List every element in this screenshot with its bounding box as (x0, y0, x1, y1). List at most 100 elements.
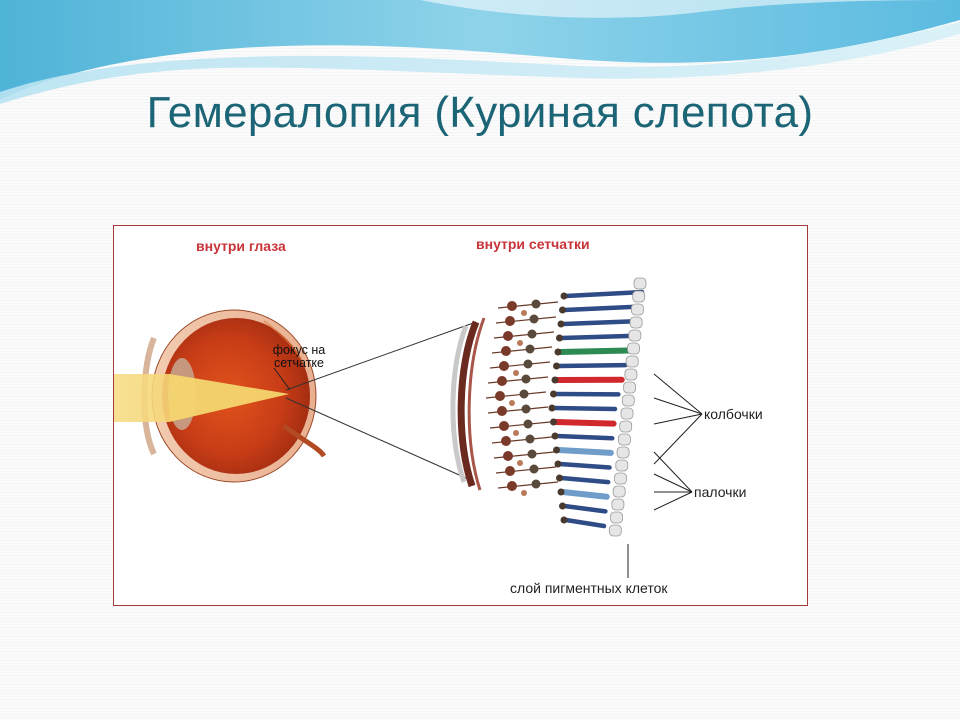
pigment-cell (631, 303, 644, 316)
pigment-cell (621, 394, 635, 407)
projection-line-bottom (285, 397, 467, 479)
bipolar-cell (529, 464, 539, 474)
pigment-cell (616, 446, 630, 459)
retinal-neurons (485, 299, 559, 496)
pigment-cell (624, 368, 638, 381)
photoreceptor-nucleus (557, 488, 565, 496)
cone-cell (560, 489, 610, 500)
rod-cell (562, 304, 641, 313)
label-inside-retina: внутри сетчатки (476, 236, 590, 252)
amacrine-cell (513, 430, 519, 436)
amacrine-cell (517, 460, 523, 466)
ganglion-cell (503, 331, 513, 341)
neuron-axon (491, 346, 553, 354)
retina-cross-section (450, 317, 486, 491)
projection-line-top (285, 321, 477, 391)
ganglion-cell (505, 316, 515, 326)
photoreceptor-nucleus (550, 390, 557, 398)
eye-retina-diagram: внутри глаза внутри сетчатки фокус на се… (113, 225, 808, 606)
photoreceptor-nucleus (554, 460, 562, 468)
photoreceptor-nucleus (560, 292, 568, 300)
photoreceptor-nucleus (556, 334, 563, 342)
rod-cell (559, 333, 635, 341)
rod-cell (551, 405, 618, 412)
amacrine-cell (513, 370, 519, 376)
pigment-cell (628, 329, 642, 342)
neuron-axon (497, 481, 559, 489)
pigment-cell (620, 407, 634, 420)
neuron-axon (489, 361, 551, 369)
rod-cell (562, 503, 608, 514)
pigment-cell (614, 472, 627, 485)
bipolar-cell (531, 479, 541, 489)
light-beam (114, 374, 289, 422)
neuron-axon (495, 466, 557, 474)
cone-cell (557, 347, 632, 355)
label-pigment-layer: слой пигментных клеток (510, 580, 668, 596)
header-wave-decoration (0, 0, 960, 104)
pigment-cell (632, 290, 646, 303)
photoreceptor-nucleus (556, 474, 563, 482)
ganglion-cell (499, 361, 509, 371)
bipolar-cell (527, 329, 537, 339)
pigment-cell (608, 524, 622, 537)
pigment-cell (615, 459, 629, 472)
ganglion-cell (503, 451, 513, 461)
photoreceptor-nucleus (559, 502, 566, 510)
amacrine-cell (521, 310, 527, 316)
cone-cell (555, 447, 614, 456)
neuron-axon (497, 301, 559, 309)
pigment-cell (629, 316, 643, 329)
bipolar-cell (521, 404, 531, 414)
rod-cell (556, 362, 628, 369)
bipolar-cell (521, 374, 531, 384)
amacrine-cell (517, 340, 523, 346)
rod-cell (554, 433, 615, 441)
photoreceptor-nucleus (548, 404, 556, 412)
bipolar-cell (523, 419, 533, 429)
photoreceptor-nucleus (559, 306, 566, 314)
neuron-axon (495, 316, 557, 324)
label-pointer-lines (273, 367, 703, 578)
neuron-axon (487, 406, 549, 414)
neuron-axon (489, 421, 551, 429)
slide-title: Гемералопия (Куриная слепота) (146, 88, 814, 137)
ganglion-cell (499, 421, 509, 431)
pigment-cell (619, 420, 633, 433)
ganglion-cell (497, 376, 507, 386)
neuron-axon (493, 331, 555, 339)
neuron-axon (493, 451, 555, 459)
ganglion-cell (495, 391, 505, 401)
ganglion-cell (497, 406, 507, 416)
pigment-cell (625, 355, 639, 368)
neuron-axon (485, 391, 547, 399)
neuron-axon (487, 376, 549, 384)
bipolar-cell (525, 344, 535, 354)
label-focus-line1: фокус на (272, 343, 326, 357)
ganglion-cell (505, 466, 515, 476)
photoreceptor-nucleus (557, 320, 565, 328)
bipolar-cell (527, 449, 537, 459)
pigment-cell (633, 277, 647, 290)
label-inside-eye: внутри глаза (196, 238, 286, 254)
pigment-cell (612, 485, 626, 498)
pigment-cell (627, 342, 640, 355)
label-focus-line2: сетчатке (274, 356, 324, 370)
photoreceptor-nucleus (551, 432, 559, 440)
bipolar-cell (523, 359, 533, 369)
neuron-axon (491, 436, 553, 444)
rod-cell (563, 289, 645, 299)
ganglion-cell (507, 481, 517, 491)
pigment-cell-layer (608, 277, 647, 537)
photoreceptor-nucleus (554, 348, 562, 356)
photoreceptor-nucleus (553, 362, 560, 370)
bipolar-cell (519, 389, 529, 399)
ganglion-cell (501, 346, 511, 356)
pigment-cell (610, 511, 624, 524)
label-focus-on-retina: фокус на сетчатке (256, 344, 342, 370)
ganglion-cell (501, 436, 511, 446)
pigment-cell (623, 381, 637, 394)
diagram-drawing (114, 277, 703, 578)
rod-cell (559, 475, 611, 485)
